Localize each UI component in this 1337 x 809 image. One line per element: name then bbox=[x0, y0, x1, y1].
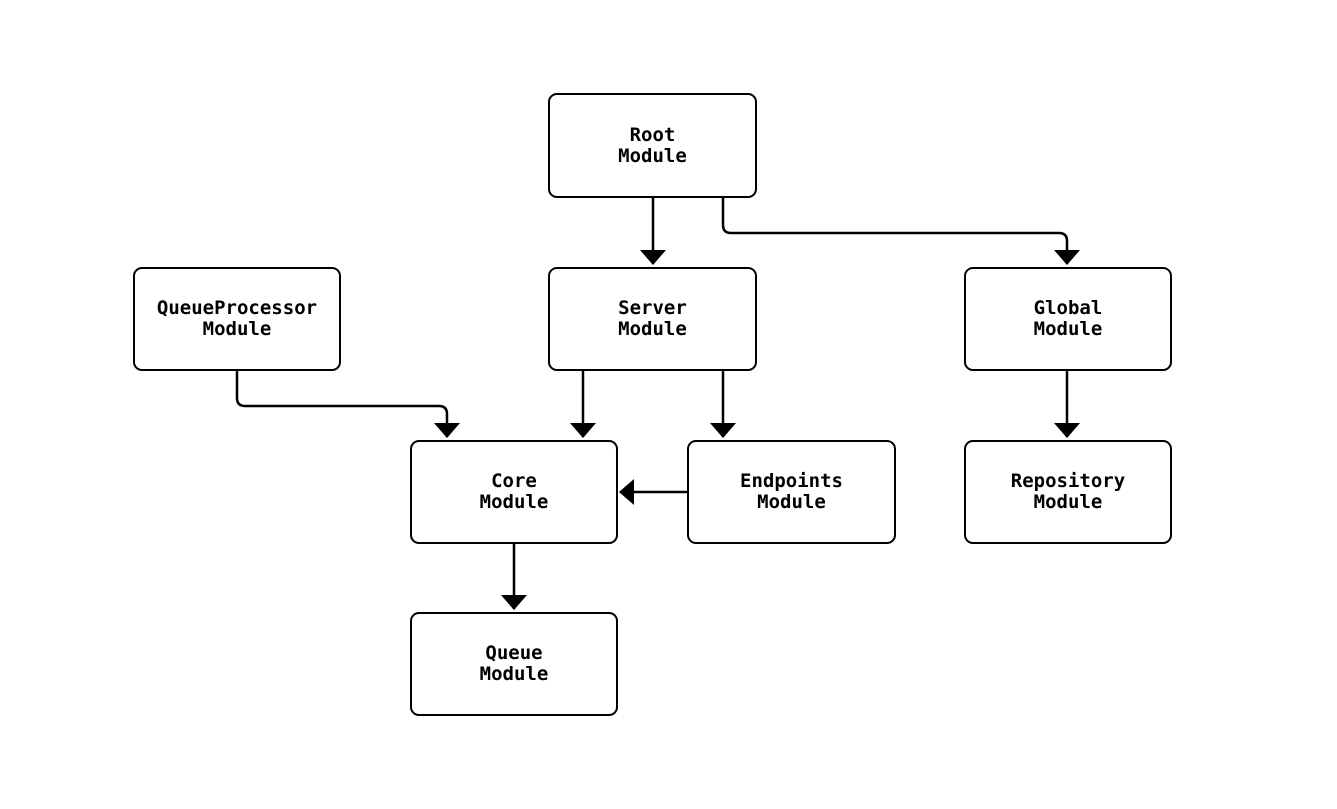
node-queue: Queue Module bbox=[410, 612, 618, 716]
node-root: Root Module bbox=[548, 93, 757, 198]
edges-group bbox=[235, 198, 1080, 610]
node-label: Server Module bbox=[618, 297, 687, 340]
node-label: QueueProcessor Module bbox=[156, 297, 318, 340]
node-label: Queue Module bbox=[479, 642, 549, 685]
edge-root-global bbox=[721, 198, 1080, 265]
node-label: Root Module bbox=[618, 123, 687, 167]
node-queueprocessor: QueueProcessor Module bbox=[133, 267, 341, 371]
node-endpoints: Endpoints Module bbox=[687, 440, 896, 544]
node-label: Global Module bbox=[1033, 297, 1103, 340]
node-repository: Repository Module bbox=[964, 440, 1172, 544]
node-global: Global Module bbox=[964, 267, 1172, 371]
edge-queueprocessor-core bbox=[235, 371, 460, 438]
node-label: Repository Module bbox=[1010, 470, 1126, 513]
node-core: Core Module bbox=[410, 440, 618, 544]
node-server: Server Module bbox=[548, 267, 757, 371]
node-label: Core Module bbox=[479, 470, 549, 513]
node-label: Endpoints Module bbox=[740, 470, 843, 513]
